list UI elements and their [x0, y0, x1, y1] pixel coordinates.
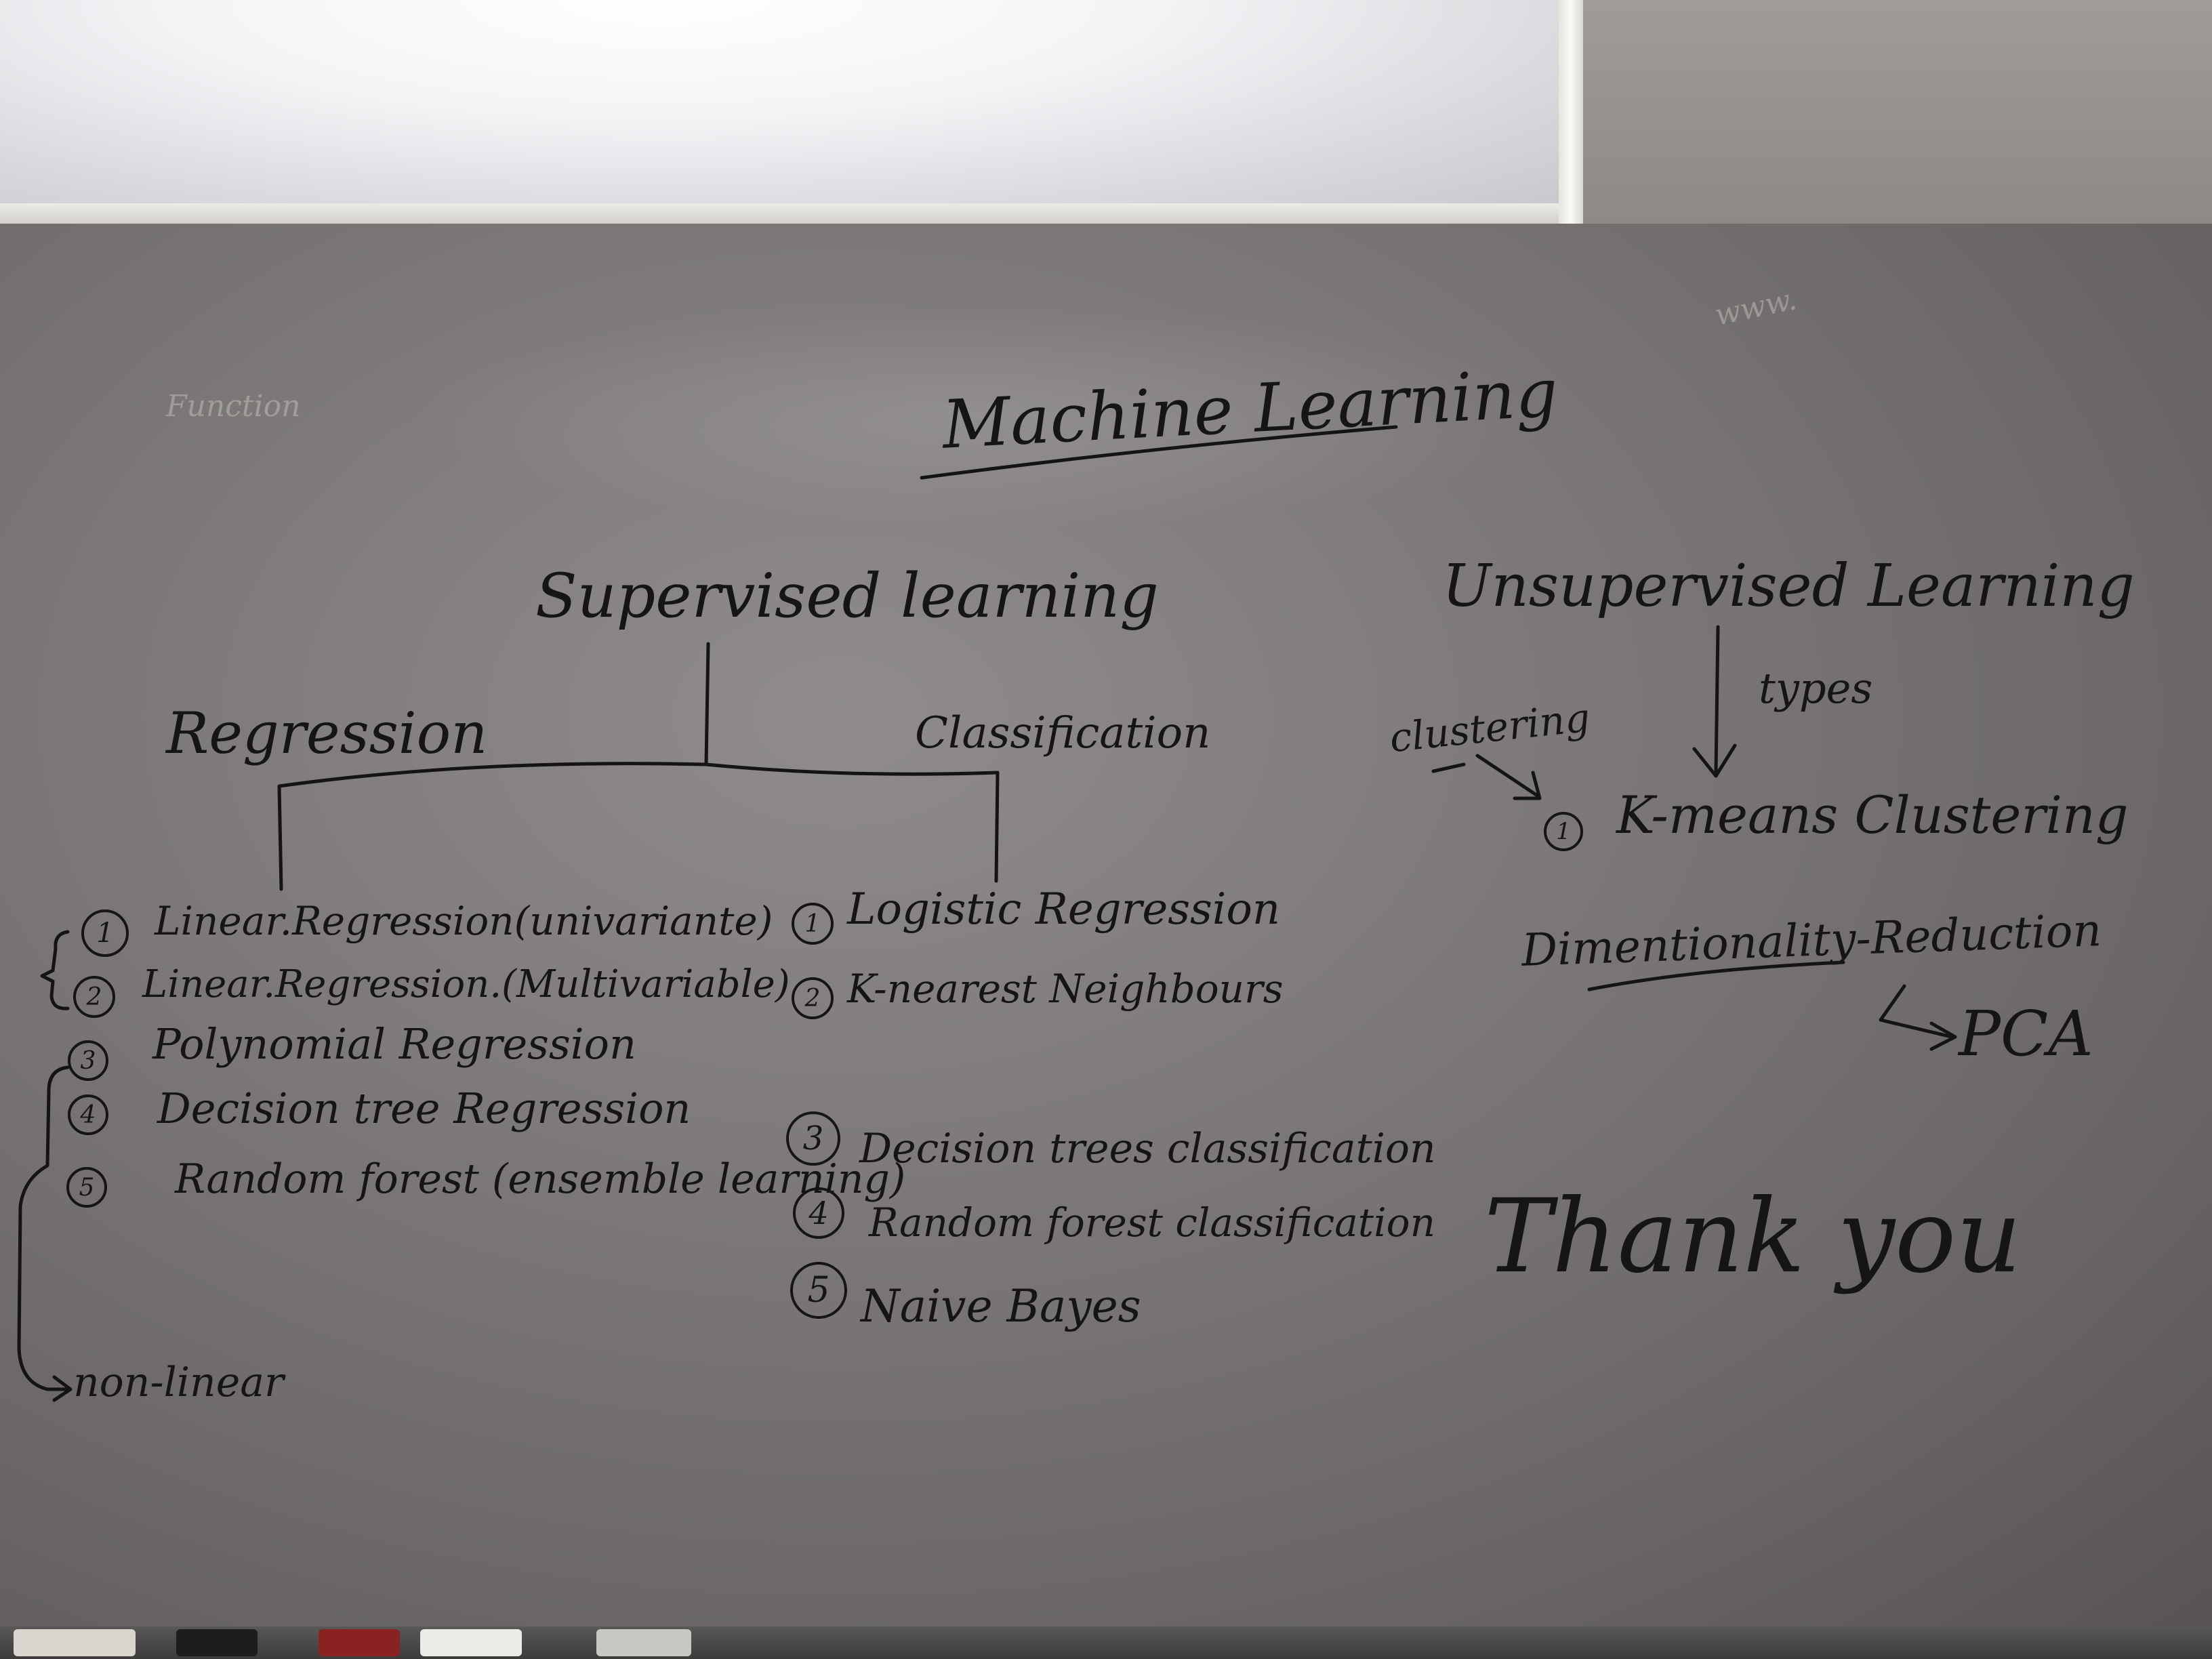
clustering-item: K-means Clustering	[1616, 785, 2129, 845]
whiteboard	[0, 224, 2212, 1630]
list-number: 3	[786, 1111, 840, 1166]
regression-heading: Regression	[166, 700, 488, 766]
list-item: Polynomial Regression	[152, 1019, 636, 1069]
nonlinear-bracket	[17, 1065, 73, 1402]
window-frame	[1559, 0, 1583, 227]
marker-gray	[596, 1629, 691, 1656]
classification-heading: Classification	[915, 708, 1211, 758]
list-number: 2	[792, 977, 834, 1019]
window-sill	[0, 203, 1583, 226]
clustering-dash	[1431, 762, 1466, 773]
list-number: 2	[73, 976, 115, 1018]
list-item: Linear.Regression(univariante)	[155, 898, 773, 944]
supervised-stem	[704, 642, 710, 766]
types-label: types	[1759, 663, 1873, 713]
tree-bracket	[277, 762, 1000, 891]
list-number: 1	[792, 903, 834, 945]
list-number: 5	[790, 1262, 847, 1319]
pca-label: PCA	[1959, 998, 2093, 1070]
supervised-heading: Supervised learning	[535, 560, 1159, 632]
title-underline	[920, 425, 1398, 480]
wall	[1583, 0, 2212, 237]
nonlinear-note: non-linear	[73, 1359, 284, 1406]
ghost-text-left: Function	[166, 389, 301, 424]
closing-text: Thank you	[1484, 1178, 2022, 1296]
list-item: Random forest classification	[869, 1200, 1435, 1246]
list-number: 4	[793, 1187, 844, 1239]
unsupervised-arrow	[1692, 625, 1737, 778]
regression-brace-top	[40, 930, 70, 1010]
list-number: 1	[81, 909, 129, 957]
board-smudge	[407, 305, 1559, 529]
list-number: 1	[1544, 812, 1583, 851]
clustering-arrow	[1475, 754, 1542, 800]
list-item: Decision tree Regression	[157, 1084, 691, 1133]
list-item: K-nearest Neighbours	[847, 966, 1284, 1012]
list-number: 5	[66, 1167, 107, 1208]
marker-white	[420, 1629, 522, 1656]
marker-red	[319, 1629, 400, 1656]
list-item: Random forest (ensemble learning)	[175, 1155, 906, 1203]
list-item: Logistic Regression	[847, 884, 1281, 935]
list-number: 3	[68, 1040, 108, 1081]
unsupervised-heading: Unsupervised Learning	[1442, 552, 2135, 620]
marker-black	[176, 1629, 258, 1656]
window-backlight	[0, 0, 1579, 217]
list-item: Naive Bayes	[861, 1280, 1141, 1332]
eraser	[14, 1629, 136, 1656]
list-item: Linear.Regression.(Multivariable)	[142, 962, 790, 1006]
list-item: Decision trees classification	[859, 1125, 1436, 1172]
pca-hook-arrow	[1879, 984, 1957, 1051]
dimensionality-underline	[1587, 960, 1845, 991]
list-number: 4	[68, 1094, 108, 1135]
